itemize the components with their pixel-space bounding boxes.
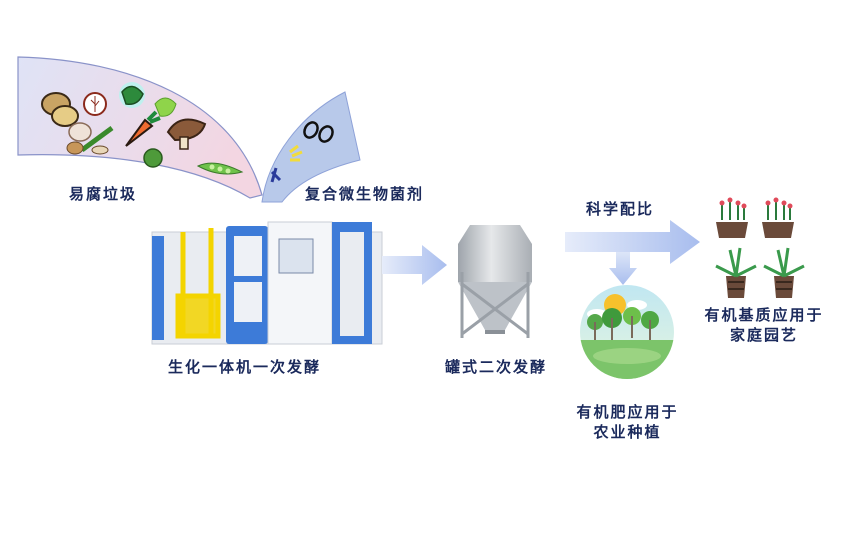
output-gardening-line2: 家庭园艺 (729, 326, 798, 344)
step-primary-fermentation-label: 生化一体机一次发酵 (168, 358, 322, 376)
output-gardening-line1: 有机基质应用于 (704, 306, 824, 324)
microbe-band (261, 91, 361, 203)
flower-pot-icon (762, 197, 794, 238)
cabbage-icon (154, 97, 177, 117)
machine-icon (151, 221, 383, 345)
branch-arrow (565, 220, 700, 285)
branch-label: 科学配比 (586, 200, 655, 218)
onion-icon (83, 92, 107, 116)
carrot-icon (125, 110, 161, 147)
mushroom-icon (166, 118, 207, 150)
silo-icon (458, 225, 532, 338)
bacteria-icon (270, 121, 334, 183)
broccoli-icon (143, 148, 163, 168)
grass-pot-icon (763, 247, 805, 298)
potato-icon (41, 92, 79, 127)
output-agriculture-line1: 有机肥应用于 (576, 403, 679, 421)
grass-pot-icon (715, 247, 757, 298)
landscape-icon (580, 285, 674, 379)
step-secondary-fermentation-label: 罐式二次发酵 (445, 358, 548, 376)
microbe-label: 复合微生物菌剂 (305, 185, 425, 203)
pea-pod-icon (196, 162, 244, 175)
leaf-icon (119, 82, 145, 108)
output-agriculture-label: 有机肥应用于 农业种植 (570, 402, 685, 442)
flower-pot-icon (716, 197, 748, 238)
output-gardening-label: 有机基质应用于 家庭园艺 (698, 305, 830, 345)
garlic-icon (66, 122, 114, 155)
output-agriculture-line2: 农业种植 (593, 423, 662, 441)
arrow-to-silo (382, 245, 447, 285)
food-waste-label: 易腐垃圾 (69, 185, 138, 203)
